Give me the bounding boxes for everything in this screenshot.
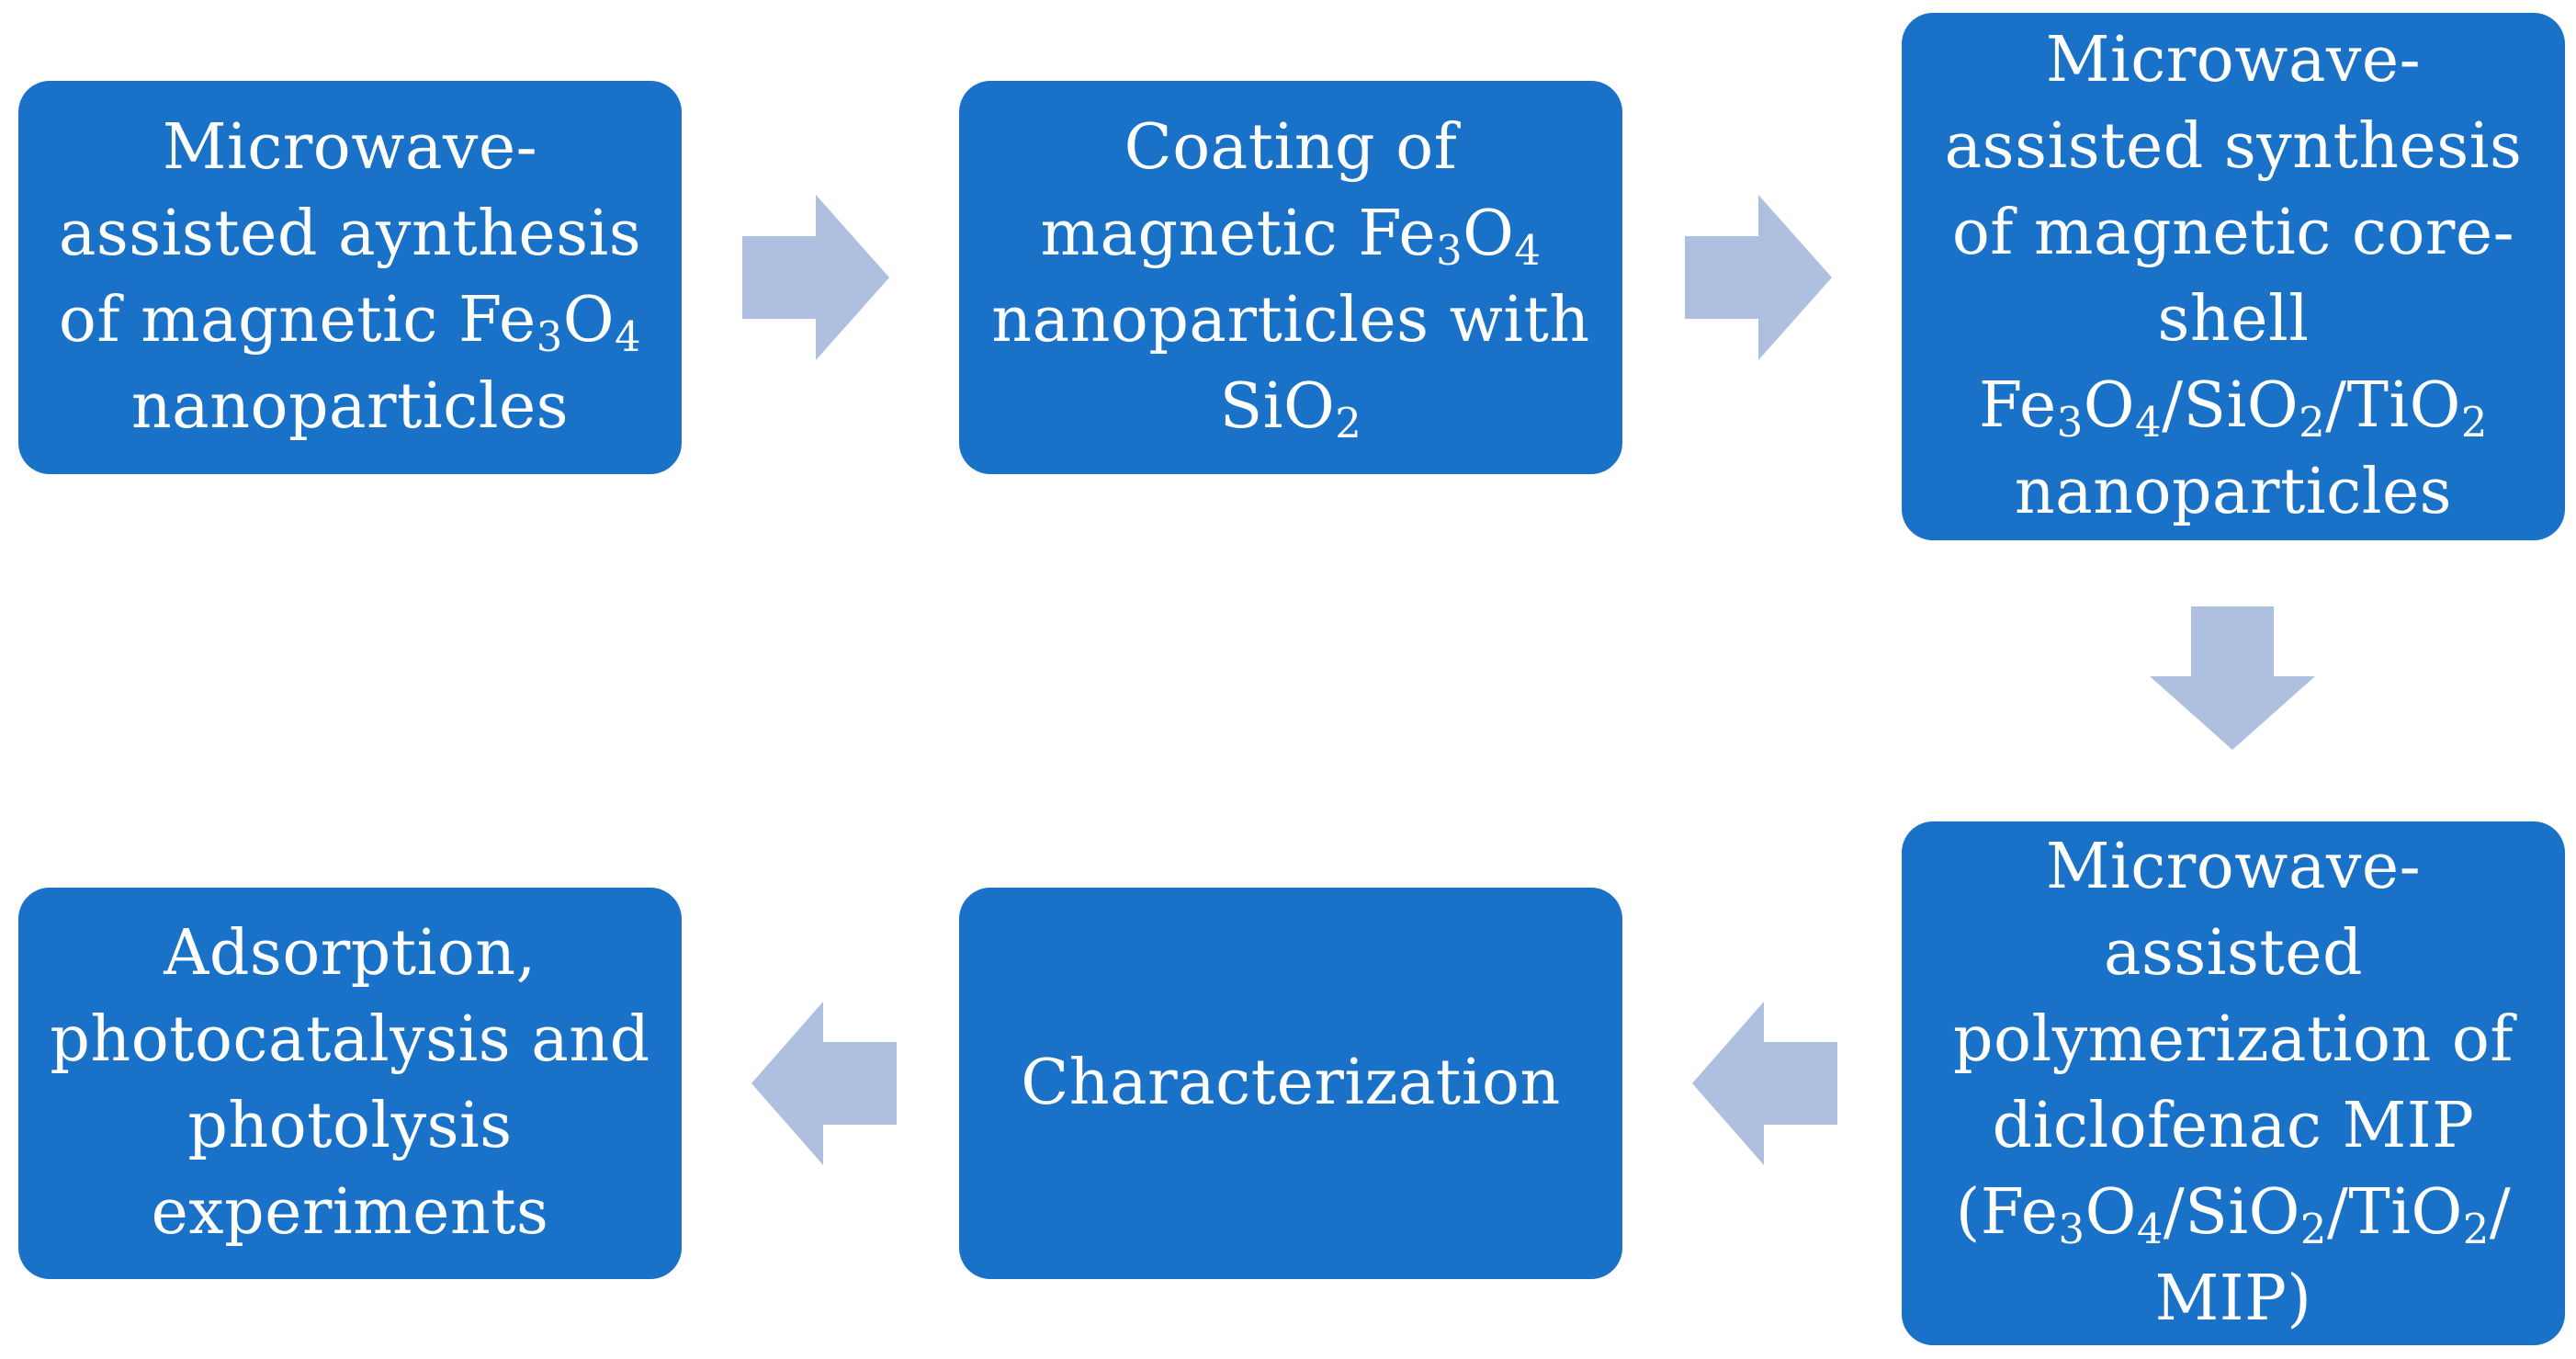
step-text-line: Microwave- bbox=[2045, 831, 2422, 903]
step-text-line: nanoparticles bbox=[130, 370, 570, 443]
arrow-down-icon bbox=[2150, 606, 2315, 750]
arrow-right-icon bbox=[1685, 195, 1832, 360]
step-text-line: SiO2 bbox=[1219, 370, 1362, 448]
arrow-left-icon bbox=[1692, 1002, 1837, 1165]
step-text-line: diclofenac MIP bbox=[1992, 1090, 2475, 1162]
step-text: Microwave-assisted aynthesis of magnetic … bbox=[59, 105, 641, 450]
step-text-line: nanoparticles bbox=[2014, 456, 2453, 528]
arrow-left-icon bbox=[751, 1002, 897, 1165]
arrow-shape bbox=[751, 1002, 897, 1165]
step-text-line: experiments bbox=[151, 1176, 549, 1249]
step-text-line: Characterization bbox=[1021, 1047, 1561, 1119]
step-box-characterization: Characterization bbox=[959, 888, 1622, 1279]
step-text-line: Microwave- bbox=[162, 111, 538, 184]
step-text-line: assisted bbox=[2103, 917, 2364, 990]
step-text-line: polymerization of bbox=[1952, 1003, 2514, 1076]
step-text-line: shell bbox=[2157, 283, 2310, 356]
step-text-line: photolysis bbox=[187, 1090, 513, 1162]
step-text-line: assisted synthesis bbox=[1944, 110, 2523, 183]
step-text-line: Adsorption, bbox=[164, 917, 537, 990]
step-text: Adsorption, photocatalysis and photolysis e… bbox=[50, 911, 650, 1256]
step-text-line: magnetic Fe3O4 bbox=[1040, 198, 1542, 276]
step-box-sio2-coating: Coating of magnetic Fe3O4 nanoparticles wi… bbox=[959, 81, 1622, 474]
step-text-line: Coating of bbox=[1124, 111, 1458, 184]
step-text-line: assisted aynthesis bbox=[58, 198, 642, 270]
step-text: Microwave-assisted synthesis of magnetic … bbox=[1945, 17, 2523, 536]
step-text: Coating of magnetic Fe3O4 nanoparticles wi… bbox=[991, 105, 1589, 450]
arrow-shape bbox=[1685, 195, 1832, 360]
step-text: Microwave-assisted polymerization of diclo… bbox=[1953, 824, 2514, 1342]
arrow-shape bbox=[2150, 606, 2315, 750]
step-text-line: Fe3O4/SiO2/TiO2 bbox=[1979, 369, 2488, 447]
arrow-shape bbox=[1692, 1002, 1837, 1165]
step-text-line: Microwave- bbox=[2045, 24, 2422, 96]
step-box-mip-polymerization: Microwave-assisted polymerization of diclo… bbox=[1902, 821, 2565, 1345]
step-text-line: photocatalysis and bbox=[50, 1003, 650, 1076]
step-text-line: nanoparticles with bbox=[991, 284, 1590, 357]
step-text-line: (Fe3O4/SiO2/TiO2/ bbox=[1955, 1176, 2512, 1254]
step-box-microwave-synthesis-fe3o4: Microwave-assisted aynthesis of magnetic … bbox=[18, 81, 682, 474]
step-text-line: MIP) bbox=[2154, 1263, 2312, 1335]
step-box-experiments: Adsorption, photocatalysis and photolysis e… bbox=[18, 888, 682, 1279]
arrow-right-icon bbox=[742, 195, 889, 360]
step-box-core-shell-synthesis: Microwave-assisted synthesis of magnetic … bbox=[1902, 13, 2565, 540]
step-text-line: of magnetic Fe3O4 bbox=[58, 284, 642, 362]
step-text: Characterization bbox=[1021, 1040, 1561, 1127]
step-text-line: of magnetic core- bbox=[1951, 197, 2515, 269]
arrow-shape bbox=[742, 195, 889, 360]
